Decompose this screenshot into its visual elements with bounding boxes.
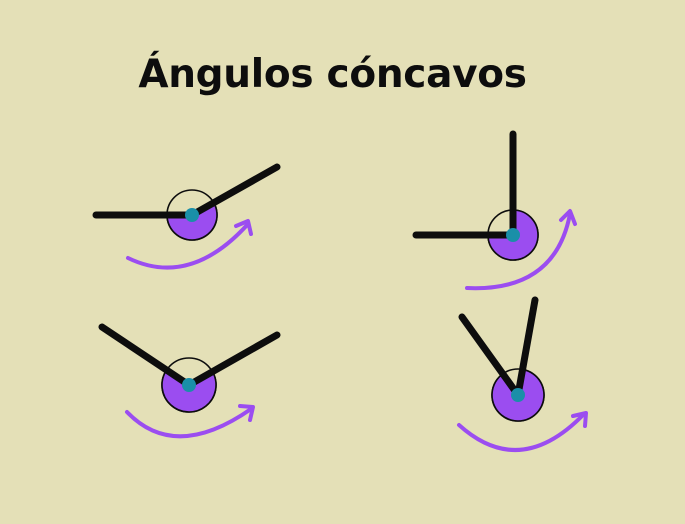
vertex-dot [506, 228, 520, 242]
ray-b [514, 296, 539, 399]
angle-2 [412, 130, 577, 291]
arrowhead-icon [238, 404, 255, 422]
angle-1 [92, 163, 281, 270]
ray-a [98, 323, 193, 389]
ray-b [188, 163, 281, 219]
rotation-arrow-arc [457, 412, 586, 452]
diagram-title: Ángulos cóncavos [138, 52, 527, 97]
arrowhead-icon [571, 411, 588, 428]
ray-b [185, 331, 281, 389]
concave-angle-sector [487, 209, 539, 261]
vertex-dot [185, 208, 199, 222]
rotation-arrow-arc [465, 212, 572, 291]
angle-3 [98, 323, 281, 439]
rotation-arrow-arc [126, 222, 250, 270]
vertex-dot [182, 378, 196, 392]
ray-a [458, 313, 522, 399]
vertex-dot [511, 388, 525, 402]
arrowhead-icon [559, 209, 577, 226]
rotation-arrow-arc [125, 407, 253, 439]
arrowhead-icon [234, 219, 253, 236]
angle-4 [457, 296, 588, 452]
